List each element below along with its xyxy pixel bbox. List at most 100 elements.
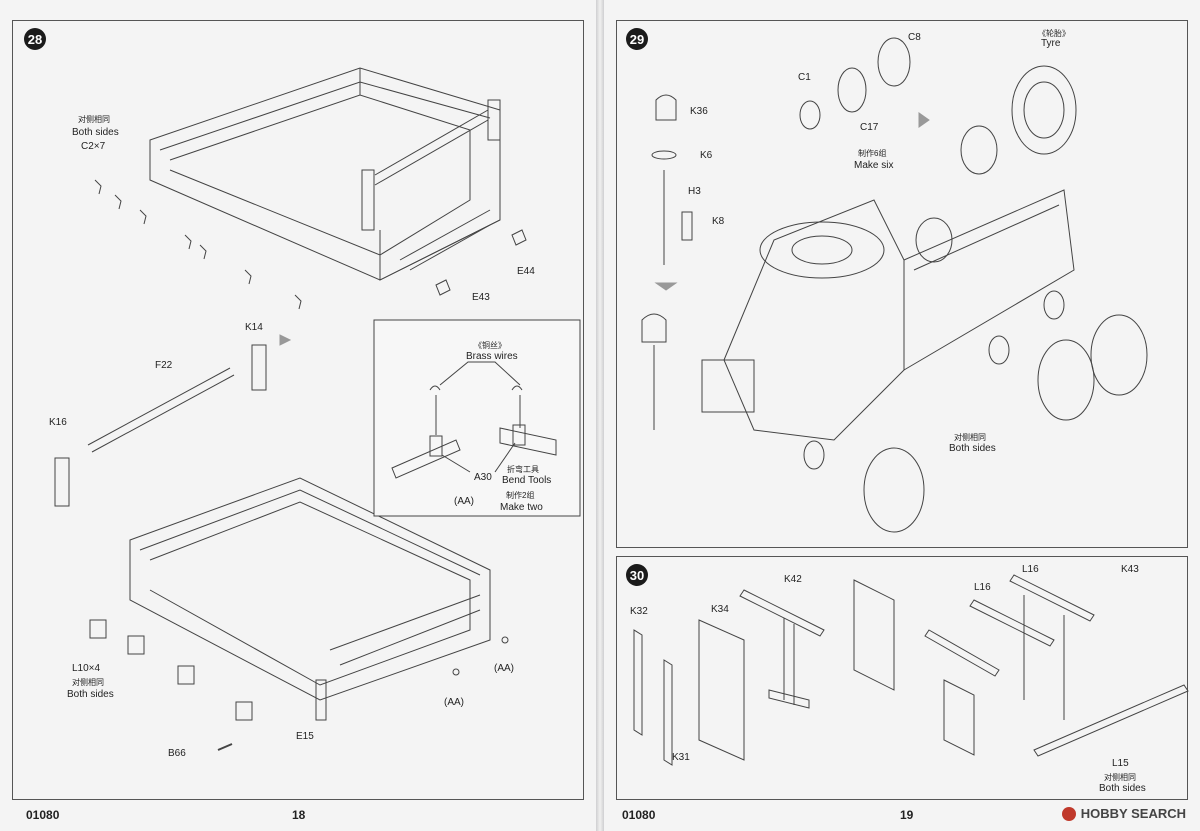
k42-top [739,589,825,637]
left-arrow [279,334,292,346]
label-c8: C8 [908,32,921,43]
inset-make-en: Make two [500,502,543,513]
a30-left-part [391,439,461,479]
step-28-drawing [54,67,581,751]
step-29-30-drawing [633,37,1189,766]
hobby-search-logo-icon [1061,806,1076,821]
k36-beacon [655,94,677,121]
l15-bar [1033,684,1189,757]
label-h3: H3 [688,186,701,197]
cab-ring [759,221,885,279]
label-l15: L15 [1112,758,1129,769]
inset-bend-cn: 折弯工具 [507,465,539,474]
l16-bar-2 [969,599,1055,647]
label-k8: K8 [712,216,725,227]
truck-cab [723,199,905,441]
label-make-six-cn: 制作6组 [858,149,887,158]
label-k14: K14 [245,322,263,333]
step-29-frame [616,20,1188,548]
inset-make-cn: 制作2组 [506,491,535,500]
k16-part [54,457,70,507]
k42-side-panel [853,579,895,691]
left-page: 28 [0,0,596,831]
inset-brass-en: Brass wires [466,351,518,362]
c8-rim [877,37,911,87]
label-l16-b: L16 [974,582,991,593]
step-30-badge: 30 [626,564,648,586]
label-both-sides-cn-2: 对侧相同 [72,678,104,687]
step-28-badge: 28 [24,28,46,50]
label-f22: F22 [155,360,173,371]
k8-plate [681,211,693,241]
step-30-frame [616,556,1188,800]
label-k36: K36 [690,106,708,117]
label-both-sides-en-30: Both sides [1099,783,1146,794]
label-l10x4: L10×4 [72,663,101,674]
step-29-badge: 29 [626,28,648,50]
footer-code-left: 01080 [26,808,60,822]
k14-part [251,344,267,391]
label-make-six-en: Make six [854,160,894,171]
book-gutter [596,0,604,831]
label-e44: E44 [517,266,535,277]
footer-page-right: 19 [900,808,914,822]
c17-hub [837,67,867,113]
label-tyre-cn: 《轮胎》 [1038,29,1070,38]
label-aa-2: (AA) [444,697,464,708]
label-e15: E15 [296,731,314,742]
label-c2x7: C2×7 [81,141,106,152]
inset-brass-cn: 《铜丝》 [474,341,506,350]
wheel-rear [1090,314,1148,396]
inset-box [373,319,581,517]
label-both-sides-cn-30: 对侧相同 [1104,773,1136,782]
cab-back-panel [943,679,975,756]
watermark-text: HOBBY SEARCH [1080,806,1186,821]
watermark: HOBBY SEARCH [1061,806,1186,821]
tyre-shape [1011,65,1077,155]
c2-hooks [94,179,302,310]
label-both-sides-en: Both sides [72,127,119,138]
label-k6: K6 [700,150,713,161]
footer-code-right: 01080 [622,808,656,822]
label-k31: K31 [672,752,690,763]
c1-ring [799,100,821,130]
l10-block-3 [177,665,195,685]
footer-page-left: 18 [292,808,306,822]
l10-block-2 [127,635,145,655]
label-k16: K16 [49,417,67,428]
label-k34: K34 [711,604,729,615]
label-b66: B66 [168,748,186,759]
k6-disk [651,150,677,160]
label-aa-1: (AA) [494,663,514,674]
label-both-sides-cn: 对侧相同 [78,115,110,124]
label-e43: E43 [472,292,490,303]
b66-part [217,743,233,751]
k32-k31-frame [633,629,673,766]
l16-bar-1 [924,629,1000,677]
label-both-sides-en-2: Both sides [67,689,114,700]
lower-bed-outline [129,477,491,701]
step-28-frame [12,20,584,800]
truck-grille [701,359,755,413]
label-both-sides-cn-29: 对侧相同 [954,433,986,442]
l10-block-4 [235,701,253,721]
wheel-bottom [863,447,925,533]
label-k43: K43 [1121,564,1139,575]
inset-bend-en: Bend Tools [502,475,552,486]
right-page: 29 30 [604,0,1200,831]
label-both-sides-en-29: Both sides [949,443,996,454]
k34-panel [698,619,745,761]
bed-post-2 [487,99,501,141]
l10-block-1 [89,619,107,639]
k43-bar [1009,574,1095,622]
bed-post-1 [361,169,375,231]
e44-part [511,229,527,246]
e43-part [435,279,451,296]
wheel-front [1037,339,1095,421]
label-tyre-en: Tyre [1041,38,1061,49]
assembled-rim [960,125,998,175]
label-k32: K32 [630,606,648,617]
inset-aa: (AA) [454,496,474,507]
inset-a30: A30 [474,472,492,483]
label-k42: K42 [784,574,802,585]
